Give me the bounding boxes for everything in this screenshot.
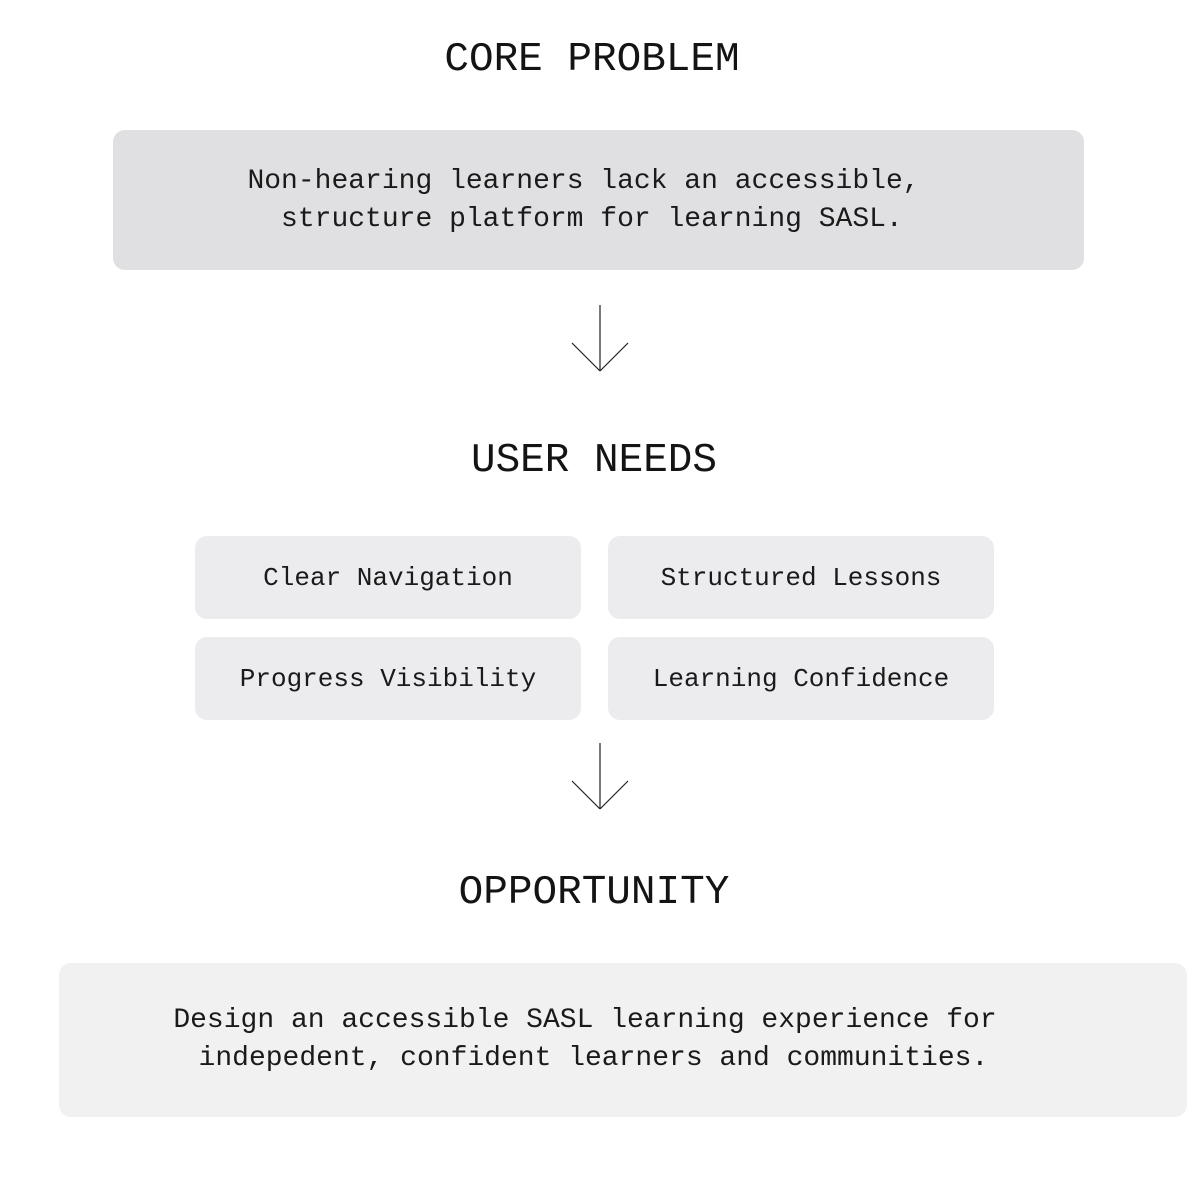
core-problem-text: Non-hearing learners lack an accessible,… [247, 166, 920, 235]
core-problem-heading: CORE PROBLEM [444, 37, 740, 83]
down-arrow-icon [571, 305, 629, 372]
need-label: Progress Visibility [239, 663, 537, 694]
opportunity-heading: OPPORTUNITY [458, 870, 730, 916]
need-clear-navigation: Clear Navigation [195, 536, 581, 619]
opportunity-text: Design an accessible SASL learning exper… [173, 1005, 997, 1074]
need-progress-visibility: Progress Visibility [195, 637, 581, 720]
down-arrow-icon [571, 743, 629, 810]
core-problem-box: Non-hearing learners lack an accessible,… [113, 130, 1084, 270]
need-label: Clear Navigation [263, 562, 513, 593]
need-learning-confidence: Learning Confidence [608, 637, 994, 720]
need-structured-lessons: Structured Lessons [608, 536, 994, 619]
opportunity-box: Design an accessible SASL learning exper… [59, 963, 1187, 1117]
need-label: Structured Lessons [660, 562, 942, 593]
need-label: Learning Confidence [652, 663, 950, 694]
user-needs-heading: USER NEEDS [470, 438, 718, 484]
